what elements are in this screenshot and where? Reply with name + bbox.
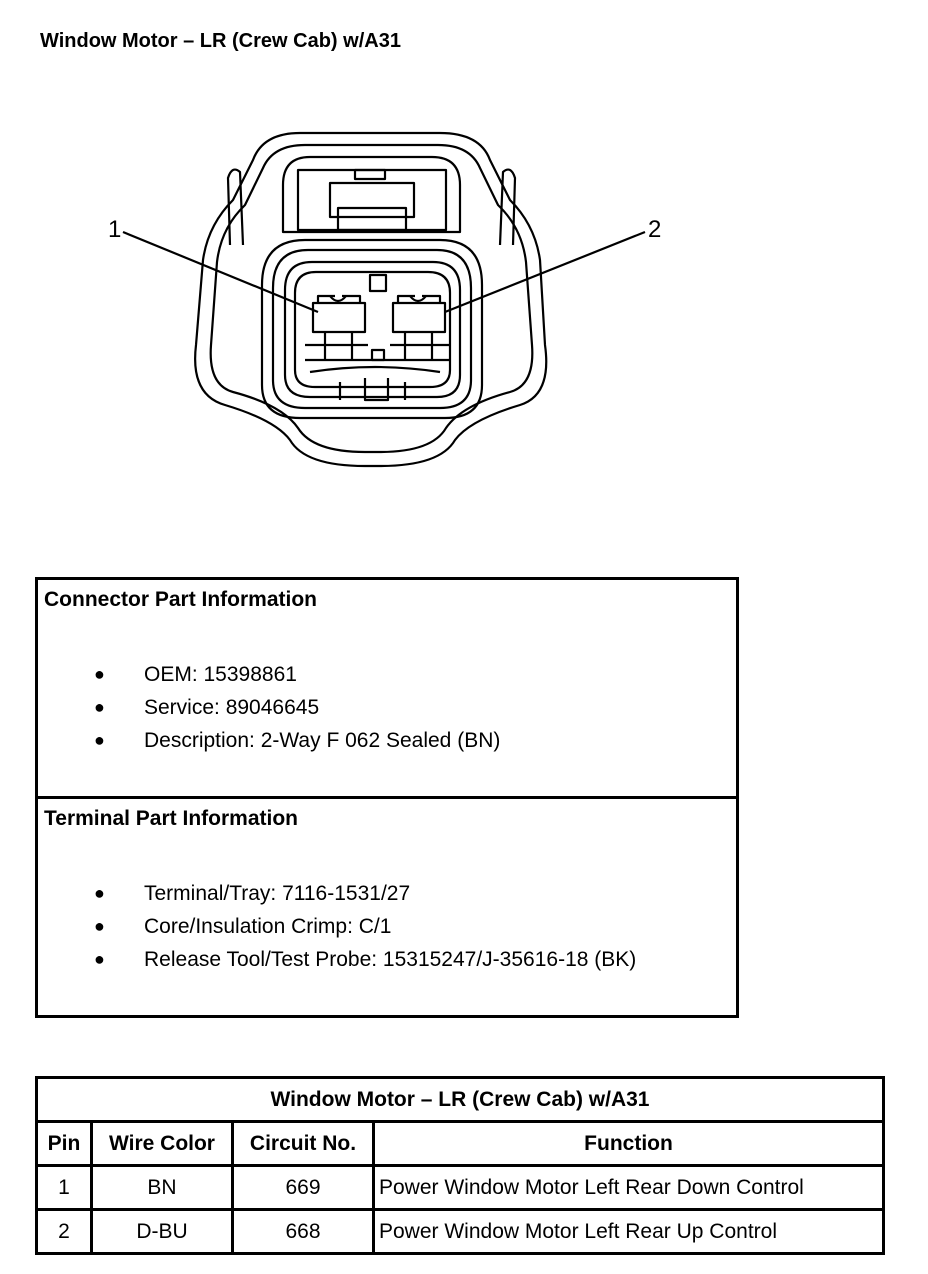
inner-housing: [209, 143, 534, 454]
function-cell: Power Window Motor Left Rear Up Control: [372, 1208, 885, 1255]
list-item: ●Service: 89046645: [38, 691, 500, 724]
wire-color-cell: D-BU: [90, 1208, 234, 1255]
list-item: ●Description: 2-Way F 062 Sealed (BN): [38, 724, 500, 757]
pin-table: Window Motor – LR (Crew Cab) w/A31 Pin W…: [35, 1076, 885, 1255]
mating-face-outer: [260, 238, 484, 420]
terminal-info-heading: Terminal Part Information: [44, 807, 298, 830]
table-header-row: Pin Wire Color Circuit No. Function: [35, 1120, 885, 1167]
leader-line-1: [122, 230, 319, 314]
cavity-1: [311, 301, 367, 334]
right-latch: [498, 168, 517, 246]
list-item: ●Release Tool/Test Probe: 15315247/J-356…: [38, 943, 636, 976]
bullet-icon: ●: [94, 664, 105, 684]
leader-line-2: [444, 230, 646, 314]
connector-diagram: [122, 131, 646, 468]
pin-cell: 1: [35, 1164, 93, 1211]
table-title: Window Motor – LR (Crew Cab) w/A31: [35, 1076, 885, 1123]
pin-label-2: 2: [648, 216, 662, 243]
wire-color-cell: BN: [90, 1164, 234, 1211]
pin-label-1: 1: [108, 216, 122, 243]
list-item: ●OEM: 15398861: [38, 658, 500, 691]
terminal-info-list: ●Terminal/Tray: 7116-1531/27 ●Core/Insul…: [38, 877, 636, 976]
bullet-icon: ●: [94, 697, 105, 717]
circuit-no-cell: 668: [231, 1208, 375, 1255]
table-row: 2 D-BU 668 Power Window Motor Left Rear …: [35, 1208, 885, 1255]
header-circuit-no: Circuit No.: [231, 1120, 375, 1167]
polarizing-key: [368, 273, 388, 293]
list-item: ●Terminal/Tray: 7116-1531/27: [38, 877, 636, 910]
cavity-2: [391, 301, 447, 334]
bullet-icon: ●: [94, 883, 105, 903]
circuit-no-cell: 669: [231, 1164, 375, 1211]
header-wire-color: Wire Color: [90, 1120, 234, 1167]
table-title-row: Window Motor – LR (Crew Cab) w/A31: [35, 1076, 885, 1123]
list-item: ●Core/Insulation Crimp: C/1: [38, 910, 636, 943]
connector-info-heading: Connector Part Information: [44, 588, 318, 611]
table-row: 1 BN 669 Power Window Motor Left Rear Do…: [35, 1164, 885, 1211]
page-title: Window Motor – LR (Crew Cab) w/A31: [40, 30, 401, 52]
bullet-icon: ●: [94, 949, 105, 969]
top-frame: [281, 155, 462, 234]
header-pin: Pin: [35, 1120, 93, 1167]
terminal-info-box: Terminal Part Information ●Terminal/Tray…: [35, 796, 739, 1018]
bullet-icon: ●: [94, 730, 105, 750]
function-cell: Power Window Motor Left Rear Down Contro…: [372, 1164, 885, 1211]
connector-info-list: ●OEM: 15398861 ●Service: 89046645 ●Descr…: [38, 658, 500, 757]
left-latch: [226, 168, 245, 246]
outer-housing: [194, 131, 548, 468]
connector-info-box: Connector Part Information ●OEM: 1539886…: [35, 577, 739, 799]
bullet-icon: ●: [94, 916, 105, 936]
pin-cell: 2: [35, 1208, 93, 1255]
header-function: Function: [372, 1120, 885, 1167]
